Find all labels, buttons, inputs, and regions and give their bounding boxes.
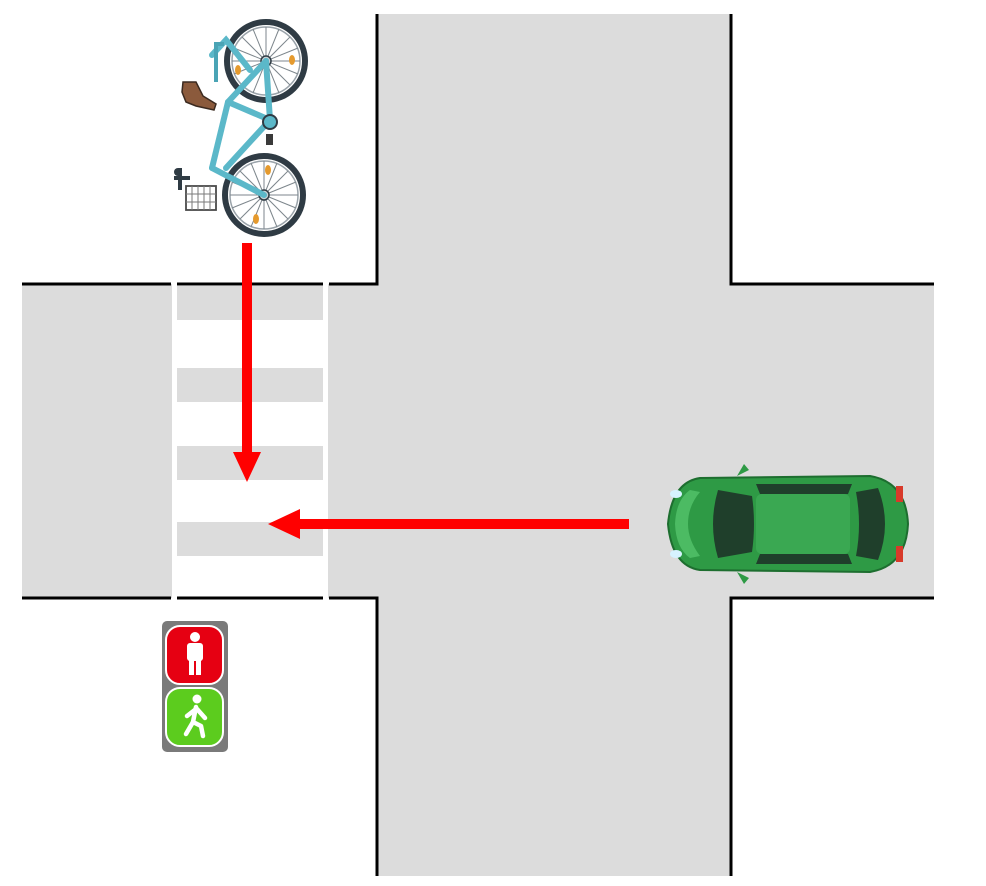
car-headlight <box>670 490 682 498</box>
bicycle-pedal <box>266 134 273 145</box>
car-taillight <box>896 546 903 562</box>
car-path-arrow <box>268 509 629 539</box>
bicycle-icon <box>174 19 308 237</box>
car-highlight <box>675 490 700 558</box>
bicycle-path-arrow <box>233 243 261 482</box>
car-headlight <box>670 550 682 558</box>
pedestrian-signal <box>162 621 228 752</box>
signal-walk-lamp <box>165 687 224 747</box>
bicycle-crank <box>262 114 278 130</box>
curb-bottom-left <box>22 596 379 876</box>
curb-bottom-right <box>729 596 934 876</box>
car-rear-window <box>856 488 885 560</box>
car-side-window <box>756 554 852 564</box>
walking-pedestrian-icon <box>183 694 208 739</box>
road-surface <box>22 14 934 876</box>
bicycle-frame <box>209 35 273 198</box>
car-windshield <box>713 490 754 558</box>
curb-top-left <box>22 14 379 286</box>
car-taillight <box>896 486 903 502</box>
car-icon <box>666 464 910 584</box>
signal-stop-lamp <box>165 625 224 685</box>
bicycle-saddle <box>181 81 217 111</box>
bicycle-basket <box>185 185 217 211</box>
car-side-window <box>756 484 852 494</box>
car-roof <box>756 494 850 554</box>
curb-lines <box>22 14 934 876</box>
curb-top-right <box>729 14 934 286</box>
standing-pedestrian-icon <box>187 632 203 675</box>
car-mirror <box>737 464 749 476</box>
car-mirror <box>737 572 749 584</box>
bicycle-rear-rack <box>214 42 224 82</box>
